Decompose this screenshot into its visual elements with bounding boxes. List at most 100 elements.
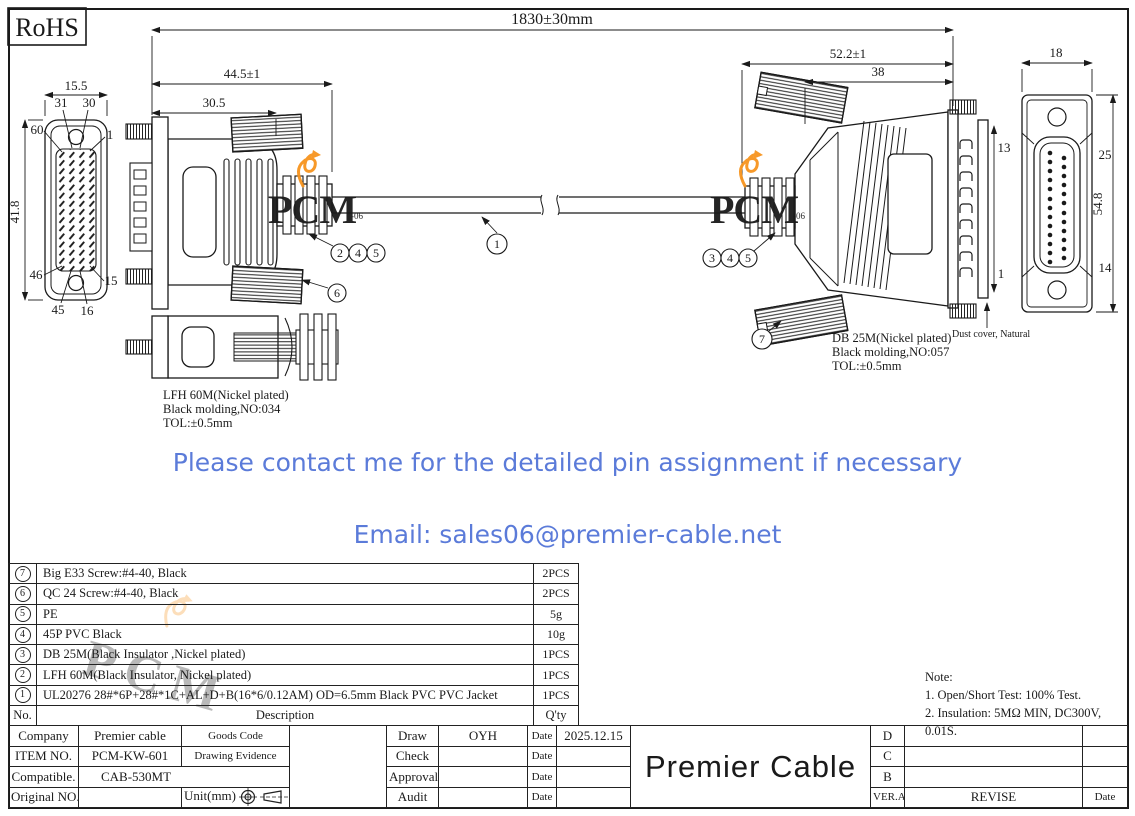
check-label: Check: [386, 745, 439, 767]
dust-cover-label: Dust cover, Natural: [952, 329, 1031, 340]
original-no-label: Original NO.: [8, 786, 79, 808]
pin-label-31: 31: [55, 95, 68, 110]
test-note: Note: 1. Open/Short Test: 100% Test. 2. …: [925, 668, 1135, 740]
pin-label-1: 1: [107, 127, 114, 142]
revise-date-label: Date: [1082, 786, 1128, 808]
stamp-cell: [289, 725, 387, 808]
item-no-value: PCM-KW-601: [78, 745, 182, 767]
dim-right-body: 38: [872, 64, 885, 79]
dim-right-face-height: 54.8: [1090, 193, 1105, 216]
column-header-description: Description: [36, 705, 534, 727]
part-description: 45P PVC Black: [36, 623, 534, 646]
callout-cable: 1: [494, 237, 500, 251]
version-label: VER.A: [870, 786, 905, 808]
rev-row-c: C: [870, 745, 905, 767]
part-number-badge: 2: [14, 667, 31, 684]
first-angle-projection-icon: [239, 788, 257, 807]
compatible-label: Compatible.: [8, 766, 79, 788]
projection-cone-icon: [260, 790, 288, 804]
dim-left-face-width: 15.5: [65, 78, 88, 93]
item-no-label: ITEM NO.: [8, 745, 79, 767]
lfh-thumbscrew-bottom: [125, 268, 153, 285]
part-qty: 10g: [533, 623, 579, 646]
table-row: 3 DB 25M(Black Insulator ,Nickel plated)…: [8, 644, 579, 666]
lfh-bottom-ribbon: [230, 265, 304, 305]
pin-label-13: 13: [998, 140, 1011, 155]
cable: [332, 194, 745, 216]
db25-label-line3: TOL:±0.5mm: [832, 359, 902, 373]
part-qty: 2PCS: [533, 562, 579, 585]
part-number-badge: 3: [14, 646, 31, 663]
dimension-lines: [151, 26, 1118, 313]
original-no-value: [78, 786, 182, 808]
table-row: 6 QC 24 Screw:#4-40, Black 2PCS: [8, 583, 579, 605]
email-note: Email: sales06@premier-cable.net: [353, 520, 782, 549]
callout-right-ribbon: 7: [759, 332, 765, 346]
dim-right-length: 52.2±1: [830, 46, 866, 61]
pcm-watermark-right: PCM -06: [710, 148, 805, 232]
dim-overall-length: 1830±30mm: [511, 11, 593, 28]
rev-date-b: [1082, 766, 1128, 788]
rev-desc-c: [904, 745, 1083, 767]
pin-label-15: 15: [105, 273, 118, 288]
note-title: Note:: [925, 670, 953, 684]
audit-label: Audit: [386, 786, 439, 808]
rev-date-d: [1082, 725, 1128, 747]
callout-left-boot-2: 2: [337, 246, 343, 260]
db25-face-view: [1021, 94, 1093, 313]
callout-left-boot-4: 4: [355, 246, 361, 260]
audit-name: [438, 786, 528, 808]
callout-left-boot-5: 5: [373, 246, 379, 260]
revise-label: REVISE: [904, 786, 1083, 808]
dust-cover-plate: [977, 119, 989, 299]
pin-label-25: 25: [1099, 147, 1112, 162]
column-header-qty: Q'ty: [533, 705, 579, 727]
lfh-face-view: [21, 91, 108, 305]
pcm-watermark-suffix: -06: [351, 211, 363, 221]
table-row: 5 PE 5g: [8, 603, 579, 625]
column-header-no: No.: [8, 705, 37, 727]
company-label: Company: [8, 725, 79, 747]
pin-label-45: 45: [52, 302, 65, 317]
date-label: Date: [527, 725, 557, 747]
part-description: QC 24 Screw:#4-40, Black: [36, 583, 534, 605]
part-description: PE: [36, 603, 534, 625]
approval-name: [438, 766, 528, 788]
part-number-badge: 5: [14, 606, 31, 623]
lfh-connector-label: LFH 60M(Nickel plated) Black molding,NO:…: [163, 388, 289, 430]
pcm-watermark-text: PCM: [710, 187, 798, 232]
company-value: Premier cable: [78, 725, 182, 747]
lfh-top-ribbon: [230, 113, 304, 153]
dim-left-length: 44.5±1: [224, 66, 260, 81]
dim-right-face-width: 18: [1050, 45, 1063, 60]
audit-date: [556, 786, 631, 808]
db25-side-pins: [959, 139, 973, 277]
goods-code-label: Goods Code: [181, 725, 290, 747]
rev-desc-b: [904, 766, 1083, 788]
table-row: 4 45P PVC Black 10g: [8, 623, 579, 646]
check-name: [438, 745, 528, 767]
note-line1: 1. Open/Short Test: 100% Test.: [925, 688, 1082, 702]
db25-label-line1: DB 25M(Nickel plated): [832, 331, 952, 345]
lfh-label-line3: TOL:±0.5mm: [163, 416, 233, 430]
part-description: DB 25M(Black Insulator ,Nickel plated): [36, 644, 534, 666]
part-description: Big E33 Screw:#4-40, Black: [36, 562, 534, 585]
pcm-watermark-left: PCM -06: [268, 148, 363, 232]
brand-title: Premier Cable: [630, 725, 871, 808]
db25-top-ribbon: [754, 71, 849, 124]
table-footer-row: No. Description Q'ty: [8, 705, 579, 727]
draw-label: Draw: [386, 725, 439, 747]
compatible-value: CAB-530MT: [78, 766, 290, 788]
drawing-evidence-label: Drawing Evidence: [181, 745, 290, 767]
part-qty: 5g: [533, 603, 579, 625]
db25-connector-label: DB 25M(Nickel plated) Black molding,NO:0…: [832, 331, 951, 373]
date-label: Date: [527, 766, 557, 788]
pin-label-14: 14: [1099, 260, 1113, 275]
unit-cell: Unit(mm): [181, 786, 290, 808]
callout-right-boot-5: 5: [745, 251, 751, 265]
part-number-badge: 6: [14, 586, 31, 602]
table-row: 7 Big E33 Screw:#4-40, Black 2PCS: [8, 562, 579, 585]
rev-row-d: D: [870, 725, 905, 747]
title-block: Company Premier cable Goods Code Draw OY…: [8, 725, 1128, 808]
